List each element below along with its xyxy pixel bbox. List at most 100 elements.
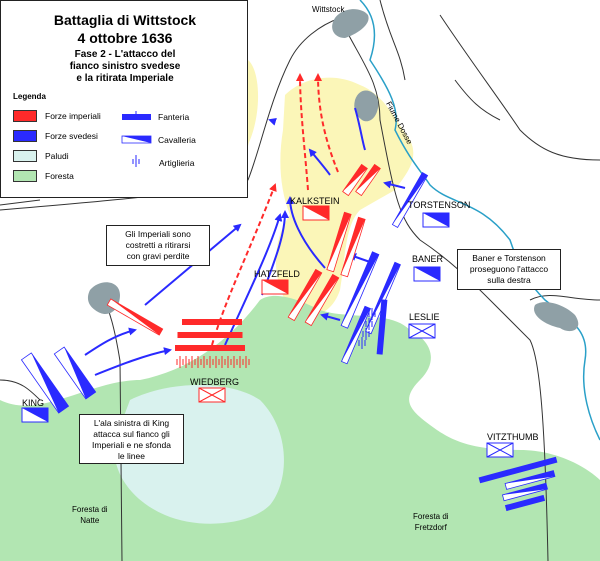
commander-symbol (408, 323, 436, 339)
heath-area (275, 77, 414, 317)
cavalry-unit (502, 482, 548, 502)
artillery-unit (365, 318, 373, 330)
cavalry-fill (340, 217, 366, 275)
artillery-unit (358, 337, 366, 349)
legend-heading: Legenda (13, 92, 46, 101)
commander-fill (22, 408, 48, 422)
commander-symbol (486, 442, 514, 458)
infantry-unit (177, 332, 243, 338)
artillery-icon (132, 155, 140, 167)
cavalry-unit (340, 216, 366, 278)
attack-arrow (383, 180, 406, 189)
cavalry-unit (342, 163, 368, 197)
subtitle-line: fianco sinistro svedese (69, 61, 181, 72)
commander-symbol (261, 279, 289, 295)
attack-arrow (308, 148, 331, 176)
legend-label: Paludi (45, 151, 69, 161)
forest-swatch (13, 170, 37, 182)
infantry-unit (175, 345, 245, 351)
attack-arrow (286, 196, 326, 269)
map-date: 4 ottobre 1636 (77, 30, 173, 46)
retreat-arrow (314, 73, 339, 173)
cavalry-unit (326, 211, 352, 273)
infantry-block (376, 299, 388, 355)
cavalry-unit (365, 261, 401, 335)
cavalry-fill (326, 212, 352, 270)
artillery-unit (368, 308, 376, 320)
town-label: Wittstock (312, 5, 345, 14)
commander-label: KING (22, 398, 45, 408)
cavalry-fill (342, 164, 368, 192)
infantry-unit (504, 494, 546, 512)
legend-label: Fanteria (158, 112, 190, 122)
cavalry-fill (288, 269, 322, 318)
commander-label: VITZTHUMB (487, 432, 539, 442)
commander-label: WIEDBERG (190, 377, 240, 387)
cavalry-fill (392, 172, 428, 225)
cavalry-fill (502, 483, 548, 495)
commander-symbol (198, 387, 226, 403)
cavalry-fill (365, 262, 401, 332)
cavalry-unit (355, 163, 381, 197)
infantry-block (504, 494, 546, 512)
cavalry-fill (305, 274, 339, 323)
commander-fill (423, 213, 449, 227)
commander-symbol (413, 266, 441, 282)
infantry-unit (376, 299, 388, 355)
heath-area (247, 60, 259, 180)
marsh-swatch (13, 150, 37, 162)
cavalry-icon (121, 135, 152, 144)
river (359, 0, 600, 441)
map-title: Battaglia di Wittstock (53, 12, 197, 28)
cavalry-unit (340, 305, 372, 365)
commander-symbol (422, 212, 450, 228)
commander-label: TORSTENSON (408, 200, 471, 210)
retreat-arrow (211, 183, 277, 346)
legend-label: Cavalleria (158, 135, 196, 145)
cavalry-fill (505, 470, 555, 484)
cavalry-unit (504, 470, 556, 490)
commander-symbol (302, 205, 330, 221)
infantry-unit (478, 456, 558, 484)
legend-label: Foresta (45, 171, 74, 181)
cavalry-fill (341, 251, 379, 326)
attack-arrow (320, 312, 341, 321)
cavalry-unit (20, 352, 70, 414)
cavalry-unit (391, 171, 429, 229)
subtitle-line: Fase 2 - L'attacco del (74, 49, 176, 60)
infantry-block (182, 319, 242, 325)
cavalry-unit (304, 273, 340, 327)
cavalry-unit (287, 268, 323, 322)
cross (408, 323, 436, 339)
infantry-block (478, 456, 558, 484)
commander-fill (414, 267, 440, 281)
cavalry-unit (340, 251, 380, 329)
commander-label: BANER (412, 254, 444, 264)
cavalry-fill (110, 298, 163, 336)
attack-arrow (84, 327, 137, 356)
commander-label: KALKSTEIN (290, 196, 340, 206)
legend-symbols (121, 111, 152, 167)
legend-label: Forze imperiali (45, 111, 101, 121)
cavalry-fill (355, 164, 381, 192)
attack-arrow (224, 213, 283, 346)
subtitle-line: e la ritirata Imperiale (76, 73, 174, 84)
cross (486, 442, 514, 458)
retreat-arrow (296, 73, 309, 191)
infantry-unit (182, 319, 242, 325)
commander-fill (262, 280, 288, 294)
imperial-swatch (13, 110, 37, 122)
commander-label: HATZFELD (254, 269, 300, 279)
attack-arrow (94, 347, 172, 376)
cavalry-unit (106, 298, 164, 336)
legend-label: Artiglieria (159, 158, 195, 168)
infantry-block (177, 332, 243, 338)
commander-label: LESLIE (409, 312, 440, 322)
